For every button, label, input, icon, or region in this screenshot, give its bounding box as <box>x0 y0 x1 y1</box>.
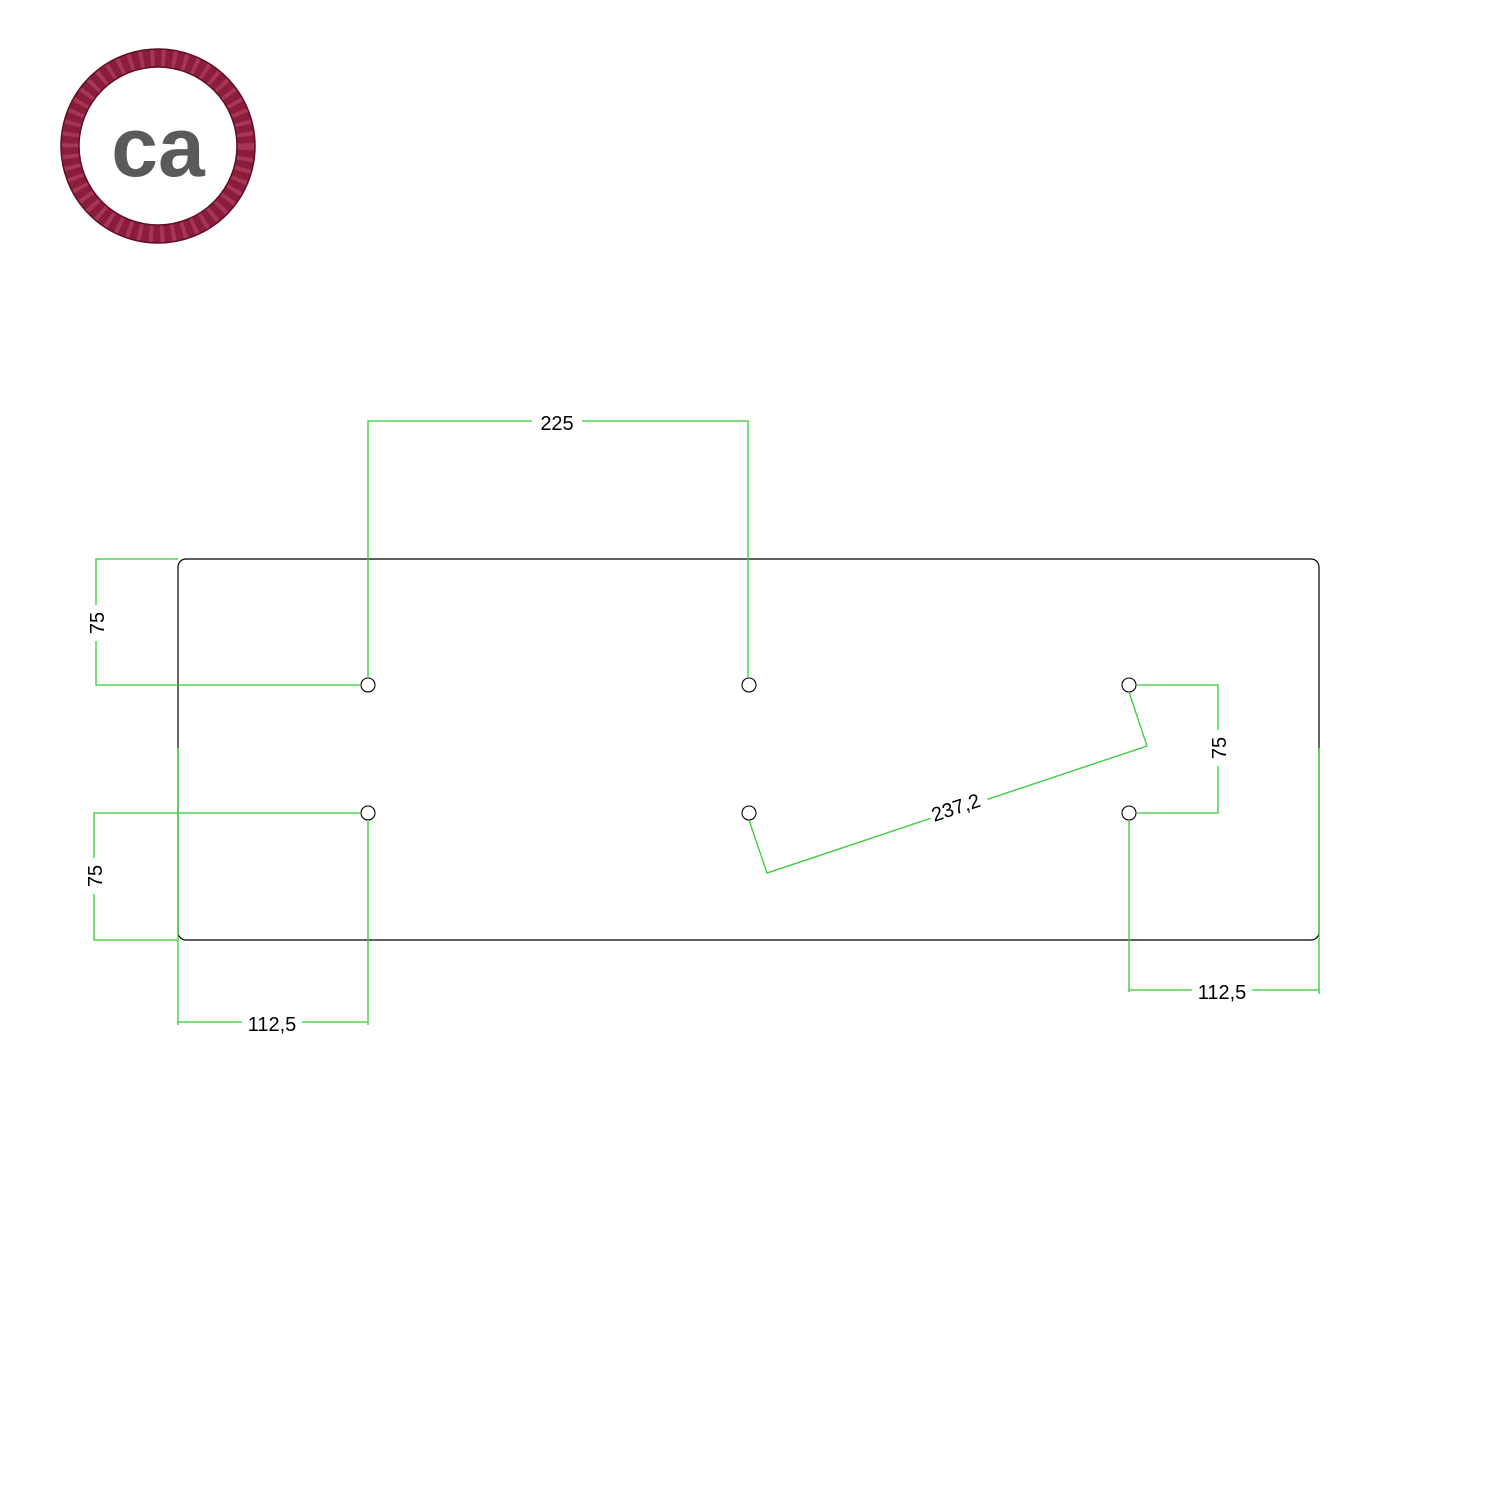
brand-logo: ca <box>60 48 256 244</box>
dimension-label-right: 75 <box>1209 737 1231 759</box>
hole-top-right <box>1121 677 1137 693</box>
dimension-label-left-lower: 75 <box>85 865 107 887</box>
dimension-label-bottom-right: 112,5 <box>1198 982 1247 1004</box>
logo-text: ca <box>111 100 206 194</box>
dimension-label-top: 225 <box>540 413 573 435</box>
rope-ring-icon <box>60 48 256 244</box>
dimension-bottom-left: 112,5 <box>177 748 369 1036</box>
hole-top-center <box>741 677 757 693</box>
dimension-left-lower: 75 <box>84 812 360 941</box>
dimension-label-bottom-left: 112,5 <box>248 1014 297 1036</box>
hole-bottom-center <box>741 805 757 821</box>
dimension-diagonal: 237,2 <box>748 691 1148 874</box>
dimension-left-upper: 75 <box>86 558 360 686</box>
dimension-right: 75 <box>1137 684 1231 814</box>
hole-bottom-right <box>1121 805 1137 821</box>
dimension-bottom-right: 112,5 <box>1128 748 1320 1004</box>
dimension-top-spacing: 225 <box>367 410 749 678</box>
hole-bottom-left <box>360 805 376 821</box>
hole-top-left <box>360 677 376 693</box>
dimension-label-left-upper: 75 <box>87 612 109 634</box>
